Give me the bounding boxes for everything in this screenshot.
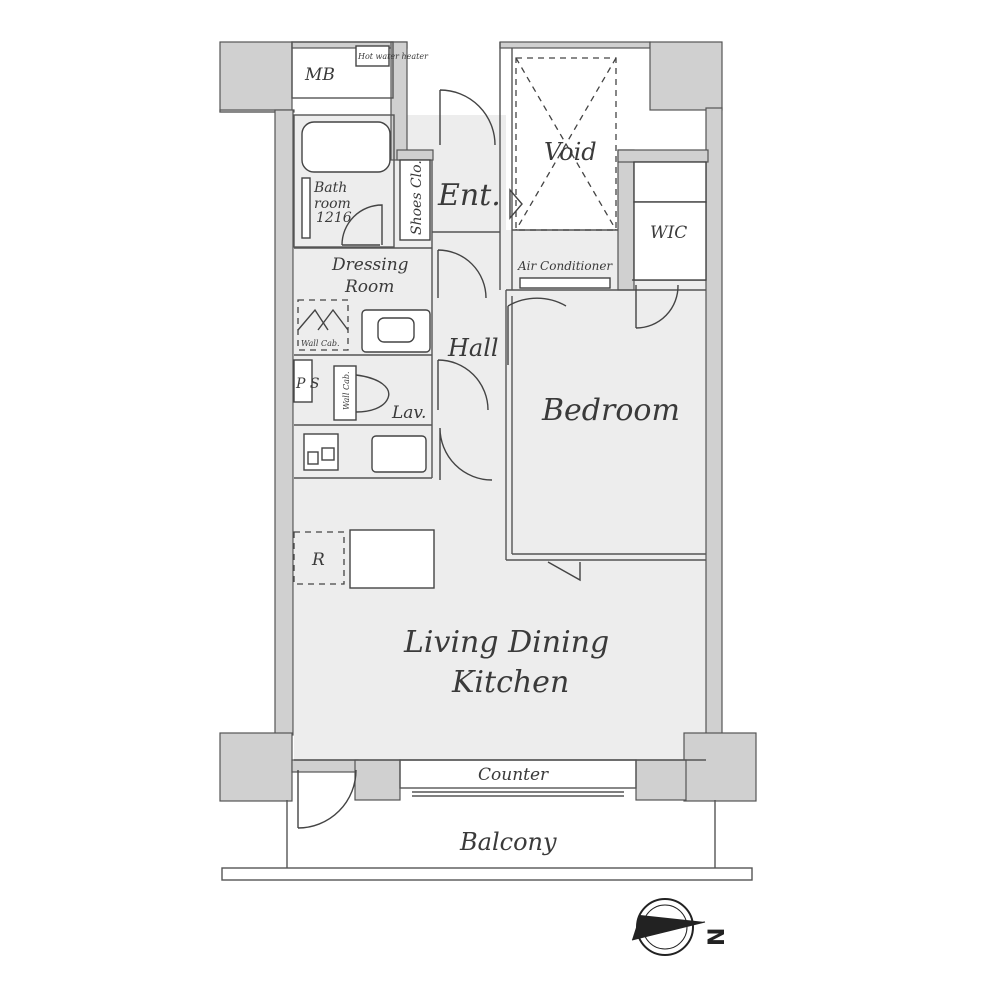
label-lav: Lav. bbox=[391, 403, 426, 423]
label-refrigerator: R bbox=[311, 550, 325, 570]
label-lav-cabinet: Wall Cab. bbox=[342, 371, 351, 410]
room-labels: MB Hot water heater Bath room 1216 Shoes… bbox=[295, 52, 687, 856]
fixtures bbox=[293, 45, 707, 589]
label-ps: P S bbox=[295, 376, 319, 392]
label-balcony: Balcony bbox=[459, 828, 557, 856]
partitions bbox=[221, 41, 753, 881]
compass-icon: N bbox=[631, 898, 730, 956]
label-ldk-1: Living Dining bbox=[403, 625, 609, 660]
label-wic: WIC bbox=[650, 223, 687, 243]
compass-north-label: N bbox=[705, 928, 730, 946]
label-entrance: Ent. bbox=[437, 178, 501, 213]
label-bathroom-size: 1216 bbox=[316, 210, 352, 226]
label-bedroom: Bedroom bbox=[541, 393, 680, 428]
label-wall-cabinet: Wall Cab. bbox=[301, 339, 340, 348]
label-dressing-2: Room bbox=[344, 277, 394, 297]
walls bbox=[219, 41, 757, 802]
label-hall: Hall bbox=[447, 334, 499, 362]
label-dressing-1: Dressing bbox=[331, 255, 409, 275]
doors bbox=[297, 89, 679, 829]
label-void: Void bbox=[544, 138, 597, 166]
label-counter: Counter bbox=[478, 765, 549, 785]
label-shoes-closet: Shoes Clo. bbox=[409, 160, 425, 235]
label-ldk-2: Kitchen bbox=[451, 665, 569, 700]
void-area bbox=[515, 57, 617, 231]
label-air-conditioner: Air Conditioner bbox=[517, 259, 613, 273]
label-bathroom-1: Bath bbox=[313, 180, 347, 196]
label-mb: MB bbox=[304, 65, 335, 85]
label-water-heater: Hot water heater bbox=[357, 52, 429, 61]
label-bathroom-2: room bbox=[314, 196, 351, 212]
